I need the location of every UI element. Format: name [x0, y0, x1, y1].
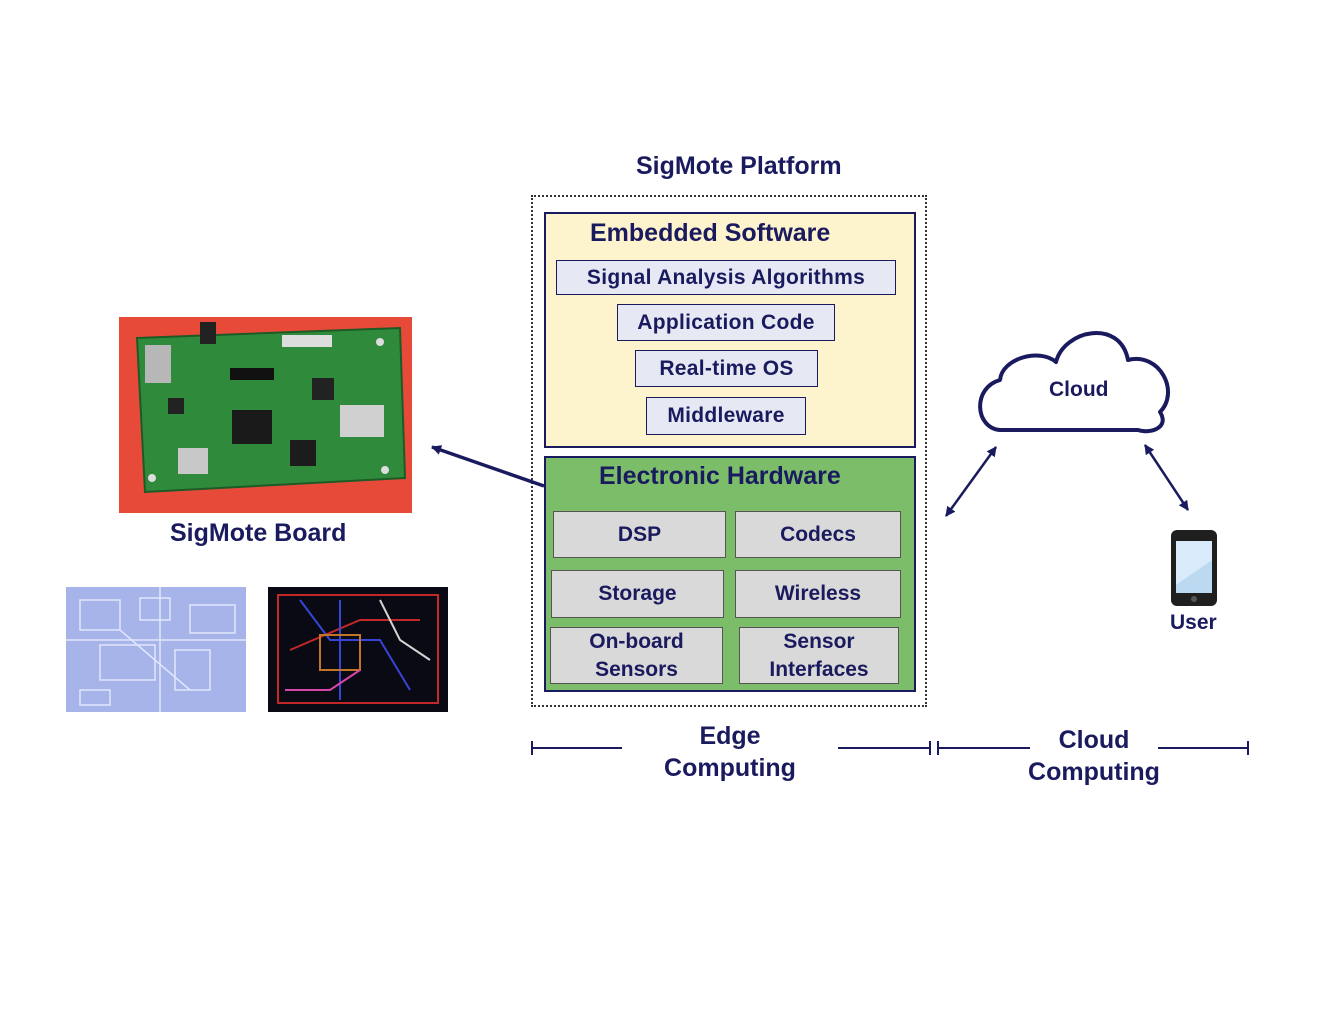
- hardware-item-onboard-sensors: On-board Sensors: [550, 627, 723, 684]
- hardware-item-onboard-sensors-label: On-board Sensors: [589, 629, 684, 681]
- hardware-item-codecs: Codecs: [735, 511, 901, 558]
- hardware-title: Electronic Hardware: [599, 462, 841, 490]
- edge-computing-text: Edge Computing: [664, 722, 796, 782]
- hardware-item-sensor-interfaces-label: Sensor Interfaces: [769, 629, 869, 681]
- hardware-item-wireless: Wireless: [735, 570, 901, 618]
- hardware-item-sensor-interfaces: Sensor Interfaces: [739, 627, 899, 684]
- arrow-hardware-to-board: [431, 445, 545, 488]
- cloud-computing-label: Cloud Computing: [1020, 724, 1168, 788]
- platform-title: SigMote Platform: [636, 152, 842, 180]
- cloud-computing-text: Cloud Computing: [1028, 726, 1160, 786]
- edge-computing-label: Edge Computing: [630, 720, 830, 784]
- software-item-rtos: Real-time OS: [635, 350, 818, 387]
- cloud-label: Cloud: [1049, 378, 1109, 401]
- arrow-cloud-user: [1143, 444, 1190, 511]
- hardware-item-dsp: DSP: [553, 511, 726, 558]
- software-item-application-code: Application Code: [617, 304, 835, 341]
- user-label: User: [1170, 611, 1217, 634]
- software-item-middleware: Middleware: [646, 397, 806, 435]
- hardware-item-storage: Storage: [551, 570, 724, 618]
- software-title: Embedded Software: [590, 219, 831, 247]
- arrow-platform-cloud: [944, 446, 998, 517]
- board-caption: SigMote Board: [170, 519, 347, 547]
- software-item-signal-analysis: Signal Analysis Algorithms: [556, 260, 896, 295]
